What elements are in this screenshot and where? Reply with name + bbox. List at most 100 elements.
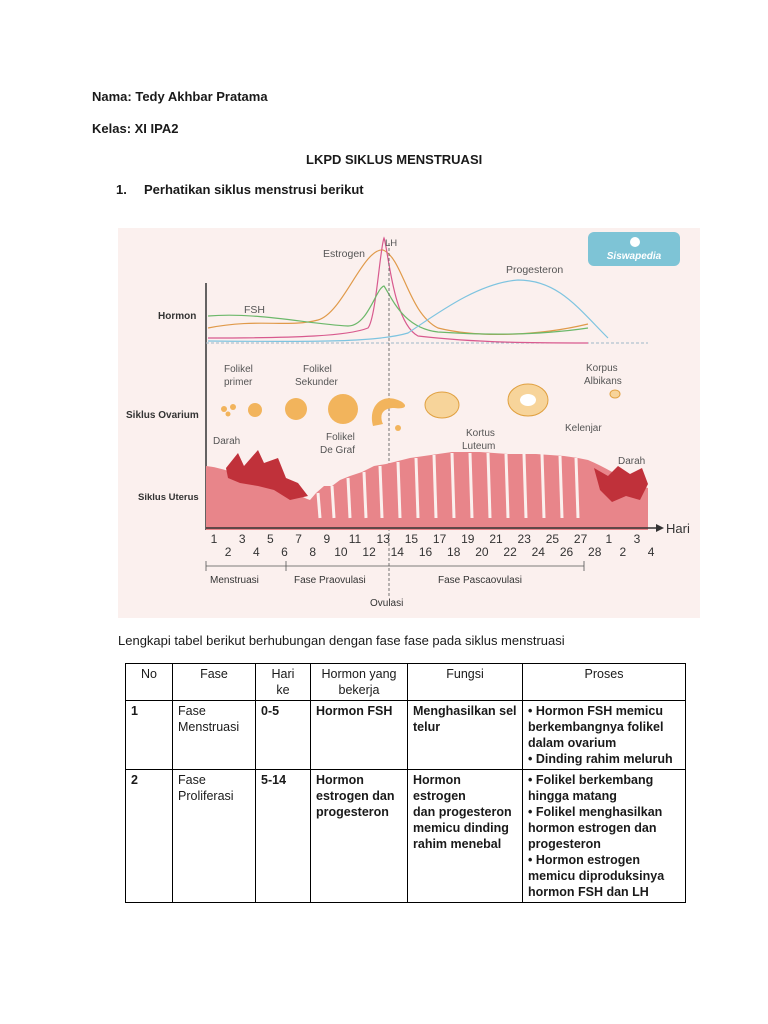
folikel-primer-small-2 — [225, 411, 231, 417]
ruptured-follicle — [371, 398, 406, 426]
day-tick-label: 21 — [489, 532, 503, 546]
day-tick-label: 9 — [323, 532, 330, 546]
day-tick-label: 25 — [546, 532, 560, 546]
progesteron-label: Progesteron — [506, 264, 563, 276]
day-tick-label: 8 — [309, 545, 316, 559]
menstrual-cycle-diagram: Siswapedia Hormon Siklus Ovarium Siklus … — [118, 228, 700, 618]
day-tick-label: 19 — [461, 532, 475, 546]
day-tick-label: 12 — [362, 545, 376, 559]
folikel-primer-label-2: primer — [224, 377, 253, 388]
x-axis-arrow — [656, 524, 664, 532]
row-label-uterus: Siklus Uterus — [138, 492, 199, 503]
day-tick-label: 15 — [405, 532, 419, 546]
lh-label: LH — [385, 238, 397, 249]
day-tick-label: 2 — [225, 545, 232, 559]
day-tick-label: 3 — [634, 532, 641, 546]
day-tick-label: 5 — [267, 532, 274, 546]
estrogen-label: Estrogen — [323, 248, 365, 260]
day-tick-label: 16 — [419, 545, 433, 559]
lh-curve — [207, 236, 589, 344]
day-tick-label: 6 — [281, 545, 288, 559]
row2-hari: 5-14 — [255, 769, 311, 903]
col-fase: Fase — [172, 663, 256, 701]
student-class: Kelas: XI IPA2 — [92, 121, 179, 136]
korpus-luteum-label-2: Luteum — [462, 441, 495, 452]
row1-no: 1 — [125, 700, 173, 770]
korpus-luteum-core — [520, 394, 536, 406]
brand-name: Siswapedia — [607, 251, 662, 262]
col-proses: Proses — [522, 663, 686, 701]
folikel-de-graf-label-1: Folikel — [326, 432, 355, 443]
korpus-albikans — [609, 389, 621, 399]
menstrual-blood-right — [594, 466, 648, 502]
folikel-sekunder — [285, 398, 307, 420]
folikel-de-graf — [328, 394, 358, 424]
day-tick-label: 20 — [475, 545, 489, 559]
worksheet-title: LKPD SIKLUS MENSTRUASI — [306, 152, 483, 167]
row1-hormon: Hormon FSH — [310, 700, 408, 770]
korpus-luteum-early — [424, 391, 460, 419]
day-tick-label: 11 — [349, 532, 362, 546]
phase-pascaovulasi: Fase Pascaovulasi — [438, 575, 522, 586]
table-instruction: Lengkapi tabel berikut berhubungan denga… — [118, 633, 565, 648]
day-tick-label: 1 — [211, 532, 218, 546]
korpus-albikans-label-2: Albikans — [584, 376, 622, 387]
col-no: No — [125, 663, 173, 701]
day-tick-label: 17 — [433, 532, 447, 546]
korpus-luteum-label-1: Kortus — [466, 428, 495, 439]
estrogen-curve — [207, 249, 589, 335]
folikel-sekunder-label-1: Folikel — [303, 364, 332, 375]
question-text: Perhatikan siklus menstrusi berikut — [144, 182, 364, 197]
folikel-primer-small-3 — [230, 404, 236, 410]
day-tick-label: 27 — [574, 532, 588, 546]
row-label-hormon: Hormon — [158, 311, 196, 322]
folikel-de-graf-label-2: De Graf — [320, 445, 355, 456]
uterine-glands — [316, 452, 580, 519]
day-tick-label: 4 — [253, 545, 260, 559]
ovum — [395, 425, 401, 431]
korpus-albikans-label-1: Korpus — [586, 363, 618, 374]
student-name: Nama: Tedy Akhbar Pratama — [92, 89, 268, 104]
day-tick-label: 13 — [377, 532, 391, 546]
folikel-primer — [248, 403, 262, 417]
x-axis-label: Hari — [666, 521, 690, 536]
fsh-label: FSH — [244, 304, 265, 316]
day-tick-label: 14 — [391, 545, 405, 559]
day-tick-label: 18 — [447, 545, 461, 559]
day-tick-label: 23 — [518, 532, 532, 546]
day-tick-label: 28 — [588, 545, 602, 559]
day-tick-label: 4 — [648, 545, 655, 559]
darah-left-label: Darah — [213, 436, 240, 447]
row1-hari: 0-5 — [255, 700, 311, 770]
fsh-curve — [207, 285, 589, 335]
day-tick-label: 3 — [239, 532, 246, 546]
brand-badge — [588, 232, 680, 266]
brand-logo-icon — [630, 237, 640, 247]
day-tick-label: 24 — [532, 545, 546, 559]
folikel-primer-label-1: Folikel — [224, 364, 253, 375]
phase-menstruasi: Menstruasi — [210, 575, 259, 586]
row2-no: 2 — [125, 769, 173, 903]
day-tick-label: 7 — [295, 532, 302, 546]
day-tick-label: 22 — [503, 545, 517, 559]
col-fungsi: Fungsi — [407, 663, 523, 701]
kelenjar-label: Kelenjar — [565, 423, 602, 434]
phase-praovulasi: Fase Praovulasi — [294, 575, 366, 586]
folikel-primer-small-1 — [221, 406, 227, 412]
question-number: 1. — [116, 182, 127, 197]
day-tick-label: 26 — [560, 545, 574, 559]
menstrual-blood-left — [226, 450, 308, 500]
uterine-lining — [206, 452, 588, 530]
